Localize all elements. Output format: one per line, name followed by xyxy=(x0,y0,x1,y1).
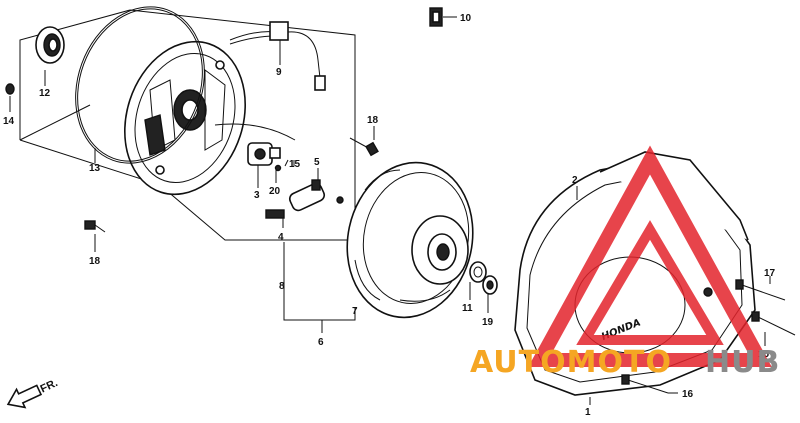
callout-1: 1 xyxy=(585,407,591,418)
callout-15: 15 xyxy=(289,159,301,170)
callout-12: 12 xyxy=(39,88,51,99)
cylindrical-unit xyxy=(288,179,344,212)
callout-11: 11 xyxy=(462,303,473,314)
callout-13: 13 xyxy=(89,163,101,174)
washer xyxy=(5,83,15,95)
cover-bolts xyxy=(621,279,796,394)
bearing xyxy=(35,26,65,64)
flywheel xyxy=(346,161,474,319)
callout-10: 10 xyxy=(460,13,472,24)
bolt-upper xyxy=(349,137,379,157)
flywheel-nut xyxy=(482,275,498,295)
callout-6: 6 xyxy=(318,337,324,348)
leader-lines xyxy=(9,16,771,405)
callout-20: 20 xyxy=(269,186,281,197)
flywheel-washer xyxy=(469,261,487,283)
callout-4: 4 xyxy=(278,232,284,243)
callout-14: 14 xyxy=(3,116,15,127)
screw-lower xyxy=(84,220,106,233)
stator-plate xyxy=(124,40,246,196)
front-direction-arrow: FR. xyxy=(6,377,60,409)
callout-8: 8 xyxy=(279,281,285,292)
watermark-triangle-outer xyxy=(528,145,772,367)
watermark-triangle-inner xyxy=(576,220,724,345)
callout-18-lower: 18 xyxy=(89,256,101,267)
direction-label: FR. xyxy=(39,377,60,395)
callout-2: 2 xyxy=(572,175,578,186)
watermark-text-gray: HUB xyxy=(705,345,780,380)
callout-16-bottom: 16 xyxy=(682,389,694,400)
callout-19: 19 xyxy=(482,317,494,328)
callout-18-upper: 18 xyxy=(367,115,379,126)
pulser-coil xyxy=(247,142,289,172)
watermark-text-orange: AUTOMOTO xyxy=(470,345,672,380)
callout-5: 5 xyxy=(314,157,320,168)
watermark: AUTOMOTO HUB xyxy=(470,145,780,380)
callout-17: 17 xyxy=(764,268,776,279)
small-block xyxy=(265,209,285,219)
clip xyxy=(429,7,443,27)
wiring-harness xyxy=(214,21,326,141)
callout-7: 7 xyxy=(352,306,358,317)
callout-9: 9 xyxy=(276,67,282,78)
o-ring xyxy=(75,6,205,164)
callout-3: 3 xyxy=(254,190,260,201)
